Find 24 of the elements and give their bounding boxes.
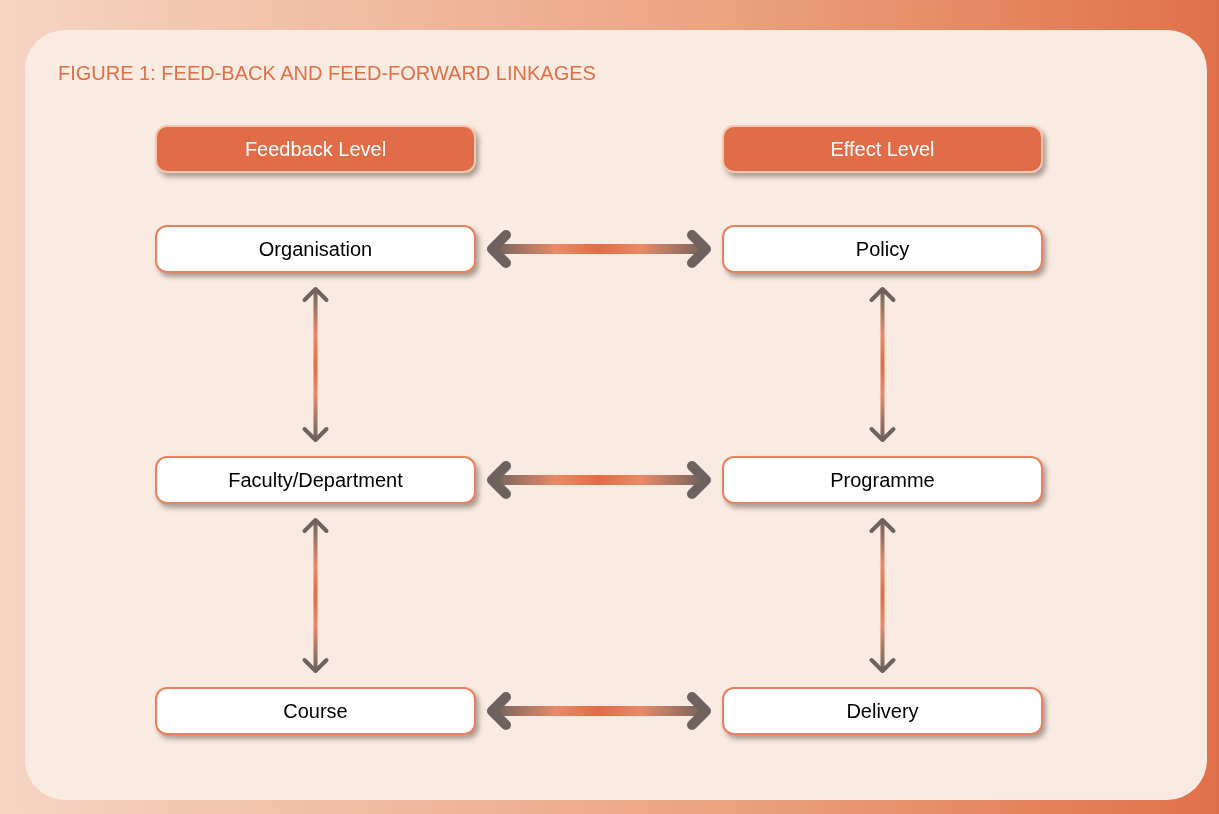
level-box	[155, 225, 476, 273]
node-label: Effect Level	[830, 137, 935, 161]
double-arrow	[302, 287, 329, 442]
level-box	[722, 456, 1043, 504]
column-header	[155, 125, 476, 173]
level-box	[722, 225, 1043, 273]
node-label: Feedback Level	[244, 137, 387, 161]
level-box	[155, 687, 476, 735]
double-arrow	[302, 518, 329, 673]
double-arrow	[869, 287, 896, 442]
node-label: Faculty/Department	[228, 468, 403, 492]
level-box	[155, 456, 476, 504]
double-arrow	[487, 230, 711, 268]
double-arrow	[869, 518, 896, 673]
node-label: Course	[283, 699, 348, 723]
column-header	[722, 125, 1043, 173]
node-label: Organisation	[258, 237, 373, 261]
double-arrow	[487, 692, 711, 730]
level-box	[722, 687, 1043, 735]
figure-title: FIGURE 1: FEED-BACK AND FEED-FORWARD LINKAGES	[58, 62, 596, 85]
double-arrow	[487, 461, 711, 499]
node-label: Delivery	[846, 699, 919, 723]
node-label: Policy	[855, 237, 910, 261]
node-label: Programme	[830, 468, 935, 492]
